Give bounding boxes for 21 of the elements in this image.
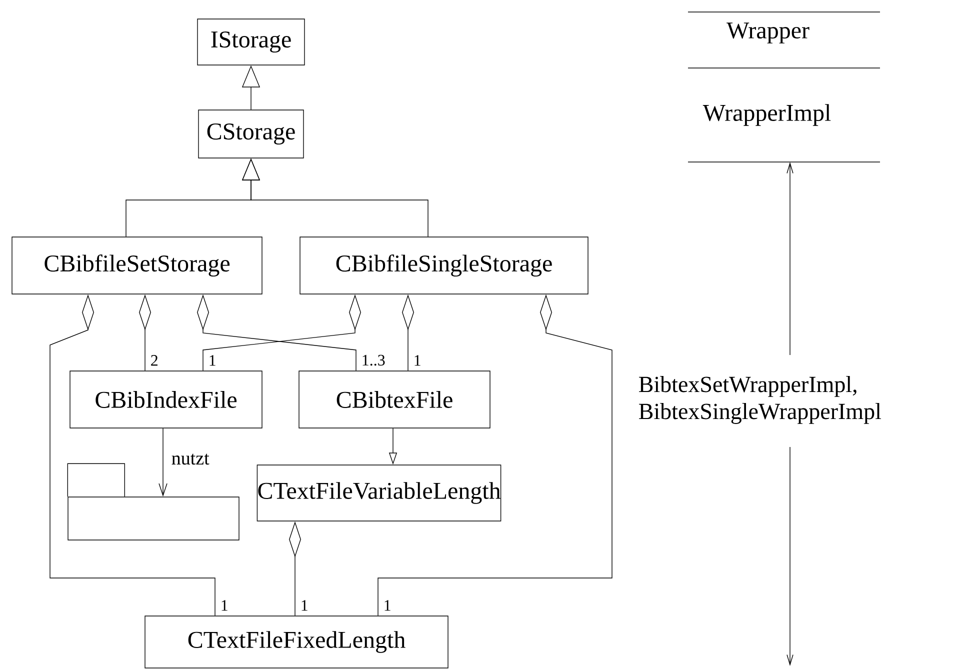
layer-label: WrapperImpl bbox=[702, 104, 831, 126]
class-box: IStorage bbox=[197, 18, 305, 66]
layer-label: BibtexSetWrapperImpl, BibtexSingleWrapperImpl bbox=[639, 376, 881, 424]
class-box: CBibfileSetStorage bbox=[12, 236, 262, 294]
multiplicity-label: 2 bbox=[149, 354, 160, 367]
edge-label: nutzt bbox=[170, 452, 210, 466]
class-box: CTextFileVariableLength bbox=[256, 464, 502, 522]
multiplicity-label: 1 bbox=[382, 599, 392, 612]
class-box: CStorage bbox=[198, 110, 304, 158]
package-box bbox=[67, 463, 240, 540]
multiplicity-label: 1 bbox=[412, 354, 422, 367]
arrow bbox=[158, 428, 168, 497]
class-box: CBibfileSingleStorage bbox=[300, 236, 588, 294]
layer-label: Wrapper bbox=[726, 22, 810, 44]
class-box: CBibIndexFile bbox=[70, 370, 262, 428]
multiplicity-label: 1 bbox=[207, 354, 218, 367]
multiplicity-label: 1 bbox=[219, 599, 230, 612]
class-box: CBibtexFile bbox=[298, 370, 490, 428]
multiplicity-label: 1 bbox=[299, 599, 310, 612]
multiplicity-label: 1..3 bbox=[360, 354, 386, 367]
class-box: CTextFileFixedLength bbox=[144, 616, 448, 668]
